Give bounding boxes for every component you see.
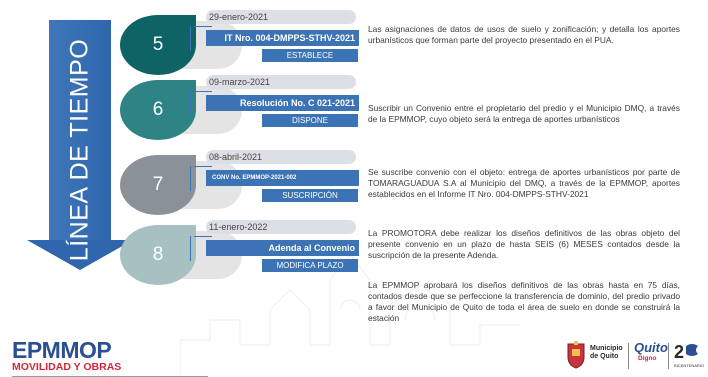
bicentenario-logo-icon: 2	[674, 342, 698, 362]
connector-line	[194, 236, 212, 237]
timeline-arrow-head	[27, 240, 133, 270]
timeline-arrow	[49, 20, 111, 242]
city-skyline-background	[180, 254, 520, 376]
entry-document: IT Nro. 004-DMPPS-STHV-2021	[206, 30, 359, 46]
entry-date: 09-marzo-2021	[206, 75, 356, 89]
entry-description: Las asignaciones de datos de usos de sue…	[368, 24, 680, 45]
entry-description: Suscribir un Convenio entre el propietar…	[368, 103, 680, 124]
connector-line	[190, 26, 191, 51]
timeline-entry-6: 6 09-marzo-2021 Resolución No. C 021-202…	[120, 75, 360, 140]
connector-line	[194, 91, 212, 92]
timeline-entry-8: 8 11-enero-2022 Adenda al Convenio MODIF…	[120, 220, 360, 285]
entry-number-badge: 8	[120, 225, 196, 285]
epmmop-logo: EPMMOP MOVILIDAD Y OBRAS	[12, 337, 208, 377]
entry-date: 11-enero-2022	[206, 220, 356, 234]
municipio-crest-icon	[567, 341, 585, 369]
entry-date: 08-abril-2021	[206, 150, 356, 164]
connector-line	[190, 91, 191, 116]
divider	[628, 343, 629, 369]
entry-action: ESTABLECE	[262, 49, 358, 62]
timeline-label: LÍNEA DE TIEMPO	[65, 38, 94, 262]
divider	[668, 343, 669, 369]
entry-action: SUSCRIPCIÓN	[262, 189, 358, 202]
bicentenario-label: BICENTENARIO	[674, 363, 705, 368]
connector-line	[194, 166, 212, 167]
connector-line	[190, 166, 191, 191]
logo-subtitle: MOVILIDAD Y OBRAS	[12, 361, 122, 373]
connector-line	[190, 236, 191, 261]
entry-action: MODIFICA PLAZO	[262, 259, 358, 272]
entry-document: Resolución No. C 021-2021	[206, 95, 359, 111]
entry-number-badge: 7	[120, 155, 196, 215]
svg-text:2: 2	[674, 342, 684, 362]
partner-logos: Municipio de Quito Quito Digno 2 BICENTE…	[566, 338, 706, 372]
entry-document: CONV No. EPMMOP-2021-002	[206, 170, 359, 186]
logo-title: EPMMOP	[12, 337, 112, 363]
timeline-entry-5: 5 29-enero-2021 IT Nro. 004-DMPPS-STHV-2…	[120, 10, 360, 75]
entry-number-badge: 5	[120, 15, 196, 75]
municipio-label: Municipio de Quito	[590, 345, 623, 360]
extra-description: La EPMMOP aprobará los diseños definitiv…	[368, 280, 680, 323]
entry-action: DISPONE	[262, 114, 358, 127]
entry-document: Adenda al Convenio	[206, 240, 359, 256]
digno-label: Digno	[638, 355, 657, 362]
connector-line	[194, 26, 212, 27]
quito-logo-text: Quito	[634, 340, 668, 355]
entry-description: Se suscribe convenio con el objeto: entr…	[368, 167, 680, 199]
entry-date: 29-enero-2021	[206, 10, 356, 24]
entry-description: La PROMOTORA debe realizar los diseños d…	[368, 228, 680, 260]
entry-number-badge: 6	[120, 80, 196, 140]
timeline-entry-7: 7 08-abril-2021 CONV No. EPMMOP-2021-002…	[120, 150, 360, 215]
